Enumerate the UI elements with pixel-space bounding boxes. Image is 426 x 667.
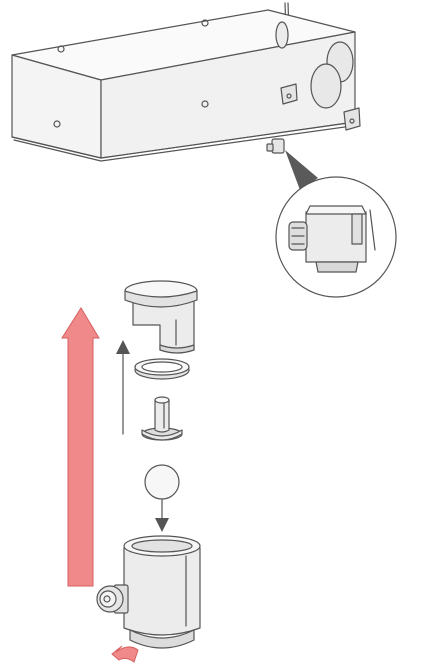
- ventilation-unit: [11, 2, 361, 162]
- drain-stem: [141, 396, 183, 441]
- drain-connector: [271, 138, 285, 154]
- small-up-arrow-icon: [116, 340, 130, 435]
- rotate-arrow-icon: [111, 645, 139, 663]
- detail-magnifier: [275, 150, 397, 298]
- drain-cap: [124, 280, 198, 354]
- duct-opening-small: [275, 21, 289, 49]
- duct-opening-lower: [310, 63, 342, 109]
- lift-arrow-icon: [61, 307, 100, 587]
- small-down-arrow-icon: [155, 499, 169, 532]
- sealing-ring: [134, 358, 190, 380]
- screw-icon: [53, 120, 61, 128]
- screw-icon: [201, 19, 209, 27]
- magnifier-pointer: [285, 150, 318, 190]
- screw-icon: [201, 100, 209, 108]
- drain-housing: [96, 535, 201, 649]
- float-ball: [144, 464, 180, 500]
- screw-icon: [57, 45, 65, 53]
